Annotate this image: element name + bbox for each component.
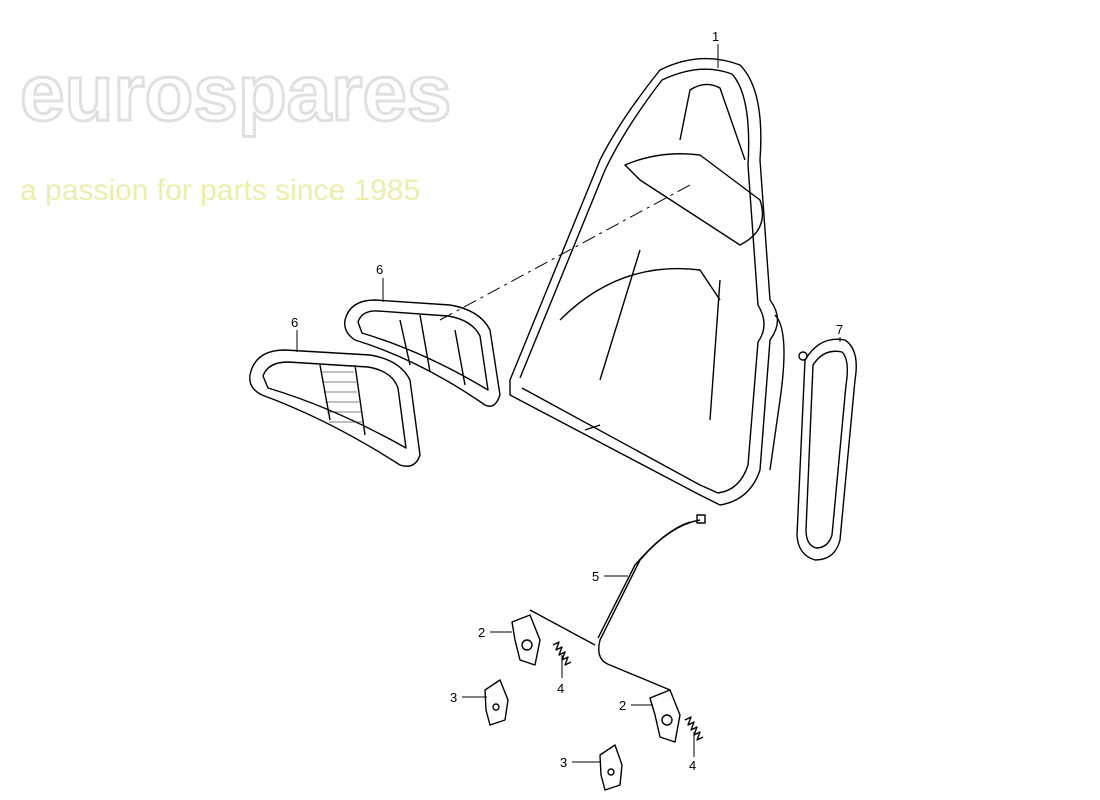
latch-right xyxy=(649,689,681,743)
assembly-guide-line xyxy=(439,184,691,321)
release-cable xyxy=(529,514,706,691)
spring-right xyxy=(684,716,704,741)
leader-lines xyxy=(296,44,841,763)
latch-left xyxy=(511,614,541,666)
callout-5: 5 xyxy=(592,569,599,584)
callout-4-right: 4 xyxy=(689,758,696,773)
callout-6-lower: 6 xyxy=(291,315,298,330)
trim-frame-lower xyxy=(249,349,421,467)
callout-labels: 1 6 6 7 5 2 4 3 2 3 4 xyxy=(291,29,843,773)
watermark: eurospares a passion for parts since 198… xyxy=(19,47,453,208)
spring-left xyxy=(552,641,572,666)
callout-7: 7 xyxy=(836,322,843,337)
bracket-left xyxy=(484,679,509,726)
callout-2-right: 2 xyxy=(619,698,626,713)
callout-3-left: 3 xyxy=(450,690,457,705)
watermark-brand: eurospares xyxy=(20,48,451,137)
callout-1: 1 xyxy=(712,29,719,44)
callout-4-left: 4 xyxy=(557,681,564,696)
callout-6-upper: 6 xyxy=(376,262,383,277)
side-cover xyxy=(796,338,857,561)
watermark-tagline: a passion for parts since 1985 xyxy=(20,174,420,207)
callout-3-right: 3 xyxy=(560,755,567,770)
seat-backrest-shell xyxy=(509,57,785,506)
bracket-right xyxy=(599,744,623,791)
trim-frame-upper xyxy=(344,299,501,407)
callout-2-left: 2 xyxy=(478,625,485,640)
